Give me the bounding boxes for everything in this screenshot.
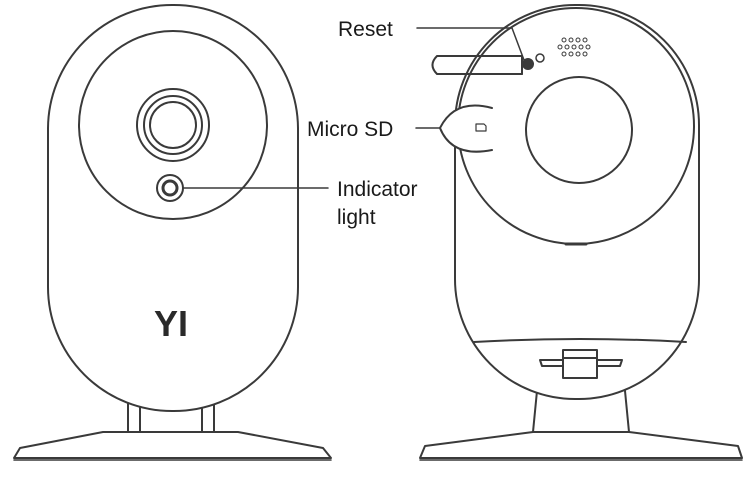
micro-sd-slot [439, 104, 493, 153]
indicator-light-label: Indicator [337, 178, 418, 201]
reset-callout: Reset [338, 18, 525, 61]
indicator-light-callout: Indicator light [182, 178, 418, 229]
reset-pin [431, 55, 523, 75]
front-view-camera: YI [13, 4, 332, 461]
reset-label: Reset [338, 18, 393, 41]
micro-sd-label: Micro SD [307, 118, 393, 141]
reset-leader [416, 27, 525, 61]
micro-sd-callout: Micro SD [307, 118, 441, 141]
back-disc [457, 7, 695, 245]
back-body-lower-band [473, 338, 687, 343]
lens [136, 88, 210, 162]
micro-sd-card-icon [475, 123, 487, 132]
indicator-light-label-line2: light [337, 206, 376, 229]
speaker-grille [557, 37, 591, 57]
yi-logo: YI [154, 303, 188, 344]
back-view-camera [419, 4, 743, 461]
back-neck [539, 349, 623, 379]
front-body [47, 4, 299, 412]
front-face-ring [78, 30, 268, 220]
back-inner-disc [525, 76, 633, 184]
